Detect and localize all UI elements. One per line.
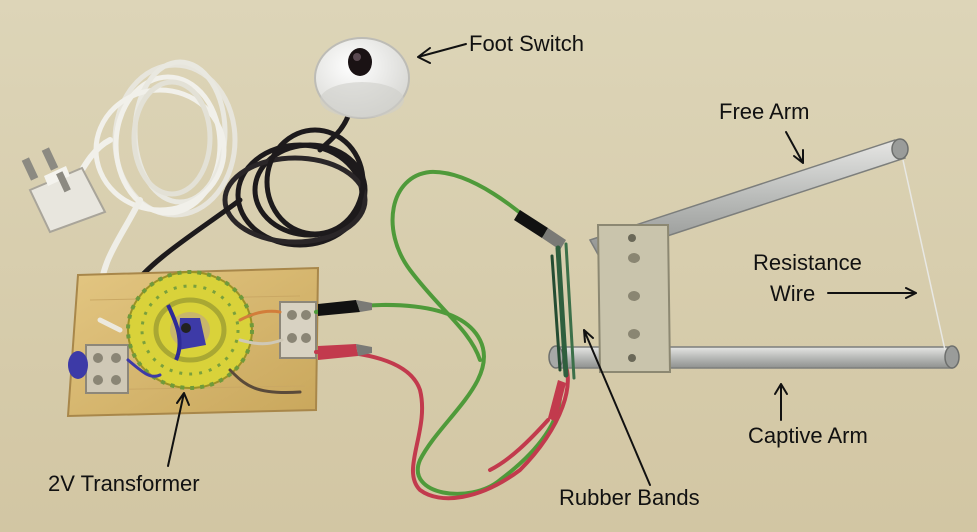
arrow-foot-switch [417,43,467,64]
arrow-resistance-wire [827,287,917,299]
arrow-free-arm [785,131,804,164]
terminal-block-right [279,301,317,359]
annotation-arrows [167,43,917,486]
toroidal-transformer [126,270,254,390]
arrow-captive-arm [774,383,788,421]
red-clip [318,344,372,360]
foot-switch [314,37,410,119]
mains-plug [21,147,107,234]
arrow-transformer [167,392,190,467]
red-clip-bottom [548,380,566,422]
rubber-bands [550,242,576,380]
terminal-block-left [85,344,129,394]
label-rubber-bands: Rubber Bands [559,485,700,510]
red-wire [314,349,570,501]
mounting-plate [596,224,672,373]
black-clip [318,300,372,316]
board-wiring [97,309,302,395]
blue-tape [68,351,88,379]
label-wire: Wire [770,281,816,306]
label-resistance: Resistance [753,250,862,275]
label-transformer: 2V Transformer [48,471,200,496]
arrow-rubber-bands [583,329,651,486]
green-clip-top [514,210,566,250]
resistance-wire [902,159,946,351]
label-captive-arm: Captive Arm [748,423,868,448]
white-mains-cable [67,59,238,323]
green-wire [314,169,562,496]
label-free-arm: Free Arm [719,99,810,124]
label-foot-switch: Foot Switch [469,31,584,56]
